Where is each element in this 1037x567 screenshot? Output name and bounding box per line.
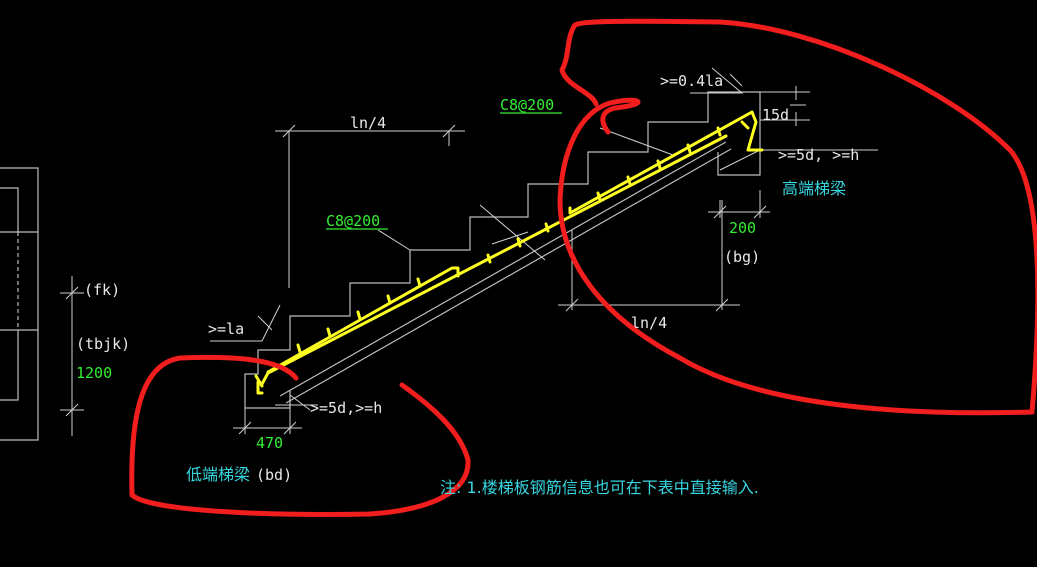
distribution-bar-tick: [386, 294, 392, 305]
top-ln4-label: ln/4: [350, 114, 386, 132]
low-beam-code: (bd): [256, 466, 292, 484]
top-rebar-c8-200: [568, 110, 764, 215]
bottom-rebar-main: [254, 134, 728, 395]
high-beam-label: 高端梯梁: [782, 179, 846, 198]
fk-label: (fk): [84, 281, 120, 299]
low-beam-width[interactable]: 470: [256, 434, 283, 452]
high-anchor-label: >=5d, >=h: [778, 146, 859, 164]
top-ln4-dimension: [275, 124, 465, 288]
bottom-ln4-dimension: [558, 200, 740, 312]
distribution-bar-tick: [416, 277, 422, 288]
rebar-mid-spec[interactable]: C8@200: [326, 212, 380, 230]
high-beam-width-dimension: [708, 190, 770, 219]
red-markup-low-end: [129, 354, 471, 517]
distribution-bar-tick: [716, 126, 722, 137]
stair-width-value[interactable]: 1200: [76, 364, 112, 382]
left-section-outline: [0, 167, 39, 441]
low-beam-label: 低端梯梁: [186, 465, 250, 484]
low-beam-width-dimension: [233, 400, 302, 435]
hook-length-label: 15d: [762, 106, 789, 124]
tbjk-label: (tbjk): [76, 335, 130, 353]
distribution-bar-tick: [516, 237, 522, 248]
high-beam-code: (bg): [724, 248, 760, 266]
low-anchor-label: >=5d,>=h: [310, 399, 382, 417]
distribution-bar-tick: [356, 310, 362, 321]
stair-step-outline: [244, 91, 761, 409]
distribution-bar-tick: [486, 253, 492, 264]
low-anchor-la-label: >=la: [208, 320, 244, 338]
distribution-bar-tick: [544, 222, 550, 233]
left-height-dimension: [60, 276, 84, 436]
distribution-bar-tick: [326, 327, 332, 338]
note-text: 注: 1.楼梯板钢筋信息也可在下表中直接输入.: [440, 478, 759, 497]
red-markup-high-end: [557, 18, 1037, 416]
distribution-bar-tick: [596, 191, 602, 202]
top-anchor-label: >=0.4la: [660, 72, 723, 90]
distribution-bar-tick: [656, 159, 662, 170]
distribution-bar-tick: [686, 143, 692, 154]
rebar-top-spec[interactable]: C8@200: [500, 96, 554, 114]
distribution-bar-tick: [296, 343, 302, 354]
bottom-ln4-label: ln/4: [631, 314, 667, 332]
distribution-bar-tick: [626, 175, 632, 186]
high-beam-width[interactable]: 200: [729, 219, 756, 237]
rebar-distribution-ticks: [296, 126, 722, 354]
